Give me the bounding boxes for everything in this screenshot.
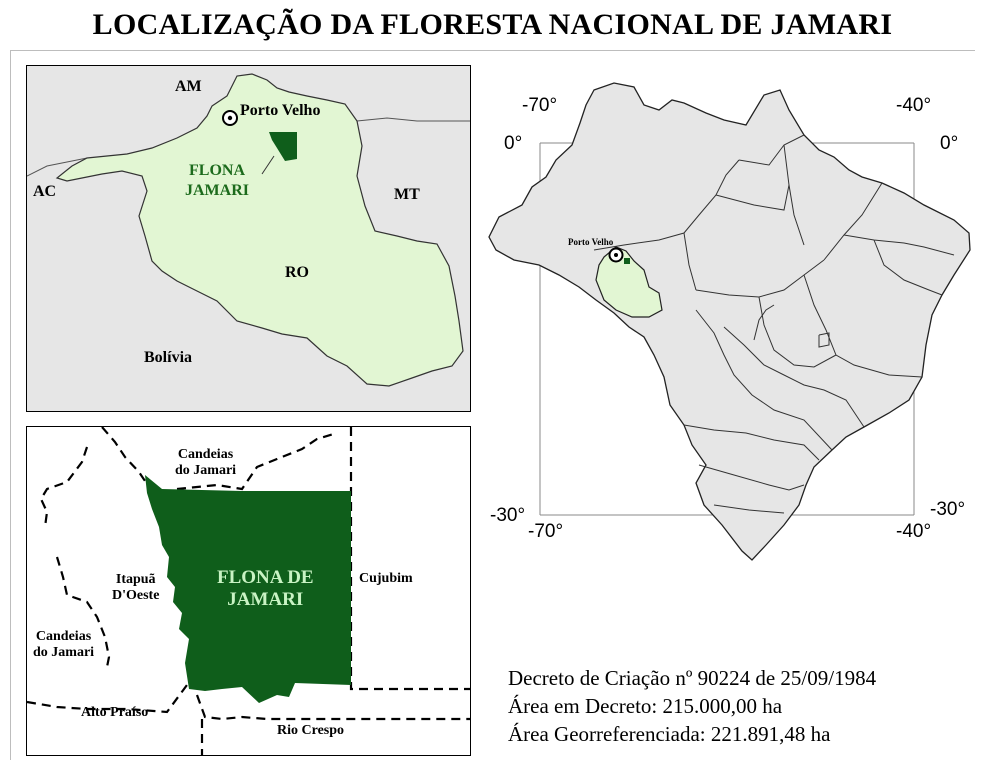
label-am: AM (175, 78, 202, 95)
label-porto-velho: Porto Velho (240, 102, 321, 119)
info-area-decreto: Área em Decreto: 215.000,00 ha (508, 694, 783, 718)
label-porto-velho-small: Porto Velho (568, 237, 614, 247)
brazil-country-shape (488, 82, 971, 561)
label-flona-line1: FLONA (189, 162, 245, 179)
label-alto-praiso: Alto Praíso (81, 705, 149, 720)
brazil-map: -70° -40° 0° 0° -30° -30° -70° -40° Port… (484, 65, 974, 585)
flona-map-svg (27, 427, 470, 755)
rondonia-location-map: AM Porto Velho FLONA JAMARI AC MT RO Bol… (26, 65, 471, 412)
label-rio-crespo: Rio Crespo (277, 723, 345, 738)
label-mt: MT (394, 186, 420, 203)
flona-marker-small (624, 258, 630, 264)
flona-leader-line (261, 155, 275, 175)
rondonia-highlight-shape (595, 246, 663, 318)
brazil-map-svg (488, 82, 971, 561)
flona-marker (269, 132, 297, 161)
frame-top-line (10, 50, 975, 51)
frame-left-line (10, 50, 11, 760)
label-ac: AC (33, 183, 57, 200)
label-bolivia: Bolívia (144, 349, 193, 366)
brazil-state-borders (593, 134, 955, 514)
grid-label-lat-zero-right: 0° (940, 133, 959, 154)
label-candeias-top: Candeias do Jamari (175, 447, 237, 478)
label-flona-line2: JAMARI (185, 182, 249, 199)
label-ro: RO (285, 264, 309, 281)
label-flona-inner: FLONA DE JAMARI (217, 567, 314, 610)
info-decreto: Decreto de Criação nº 90224 de 25/09/198… (508, 666, 877, 690)
grid-label-lon-right-bottom: -40° (896, 521, 932, 542)
grid-label-lon-left-bottom: -70° (528, 521, 564, 542)
flona-detail-map: Candeias do Jamari FLONA DE JAMARI Itapu… (26, 426, 471, 756)
label-itapua: Itapuã D'Oeste (112, 572, 160, 603)
label-cujubim: Cujubim (359, 571, 413, 586)
page-title: LOCALIZAÇÃO DA FLORESTA NACIONAL DE JAMA… (92, 8, 893, 41)
municipal-boundaries (27, 427, 470, 755)
city-target-icon (222, 110, 238, 126)
grid-label-lon-right-top: -40° (896, 95, 932, 116)
grid-label-lat-zero-left: 0° (504, 133, 523, 154)
grid-label-lon-left-top: -70° (522, 95, 558, 116)
grid-label-lat-minus30-right: -30° (930, 499, 966, 520)
flona-area-shape (145, 475, 351, 703)
rondonia-state-shape (55, 73, 464, 387)
info-area-georef: Área Georreferenciada: 221.891,48 ha (508, 722, 831, 746)
border-am-mt (356, 117, 470, 122)
rondonia-map-svg (27, 66, 470, 411)
label-candeias-left: Candeias do Jamari (33, 629, 95, 660)
decree-info: Decreto de Criação nº 90224 de 25/09/198… (508, 664, 876, 748)
city-target-icon (608, 247, 624, 263)
grid-label-lat-minus30-left: -30° (490, 505, 526, 526)
